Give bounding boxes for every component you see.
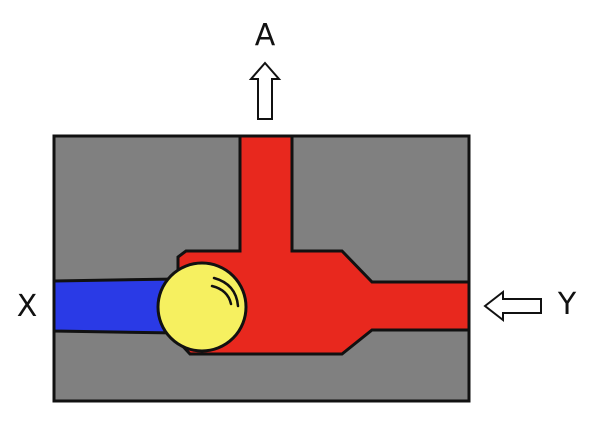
outlet-arrow-up-icon [248, 61, 282, 120]
inlet-arrow-left-icon [483, 289, 542, 323]
ball-highlight-inner [210, 284, 233, 306]
port-a-label: A [255, 18, 276, 53]
y-to-a-channel [176, 134, 471, 356]
shuttle-ball [156, 261, 248, 353]
port-y-label: Y [557, 287, 577, 322]
port-x-label: X [17, 289, 38, 324]
ball-highlight-outer [212, 276, 240, 308]
